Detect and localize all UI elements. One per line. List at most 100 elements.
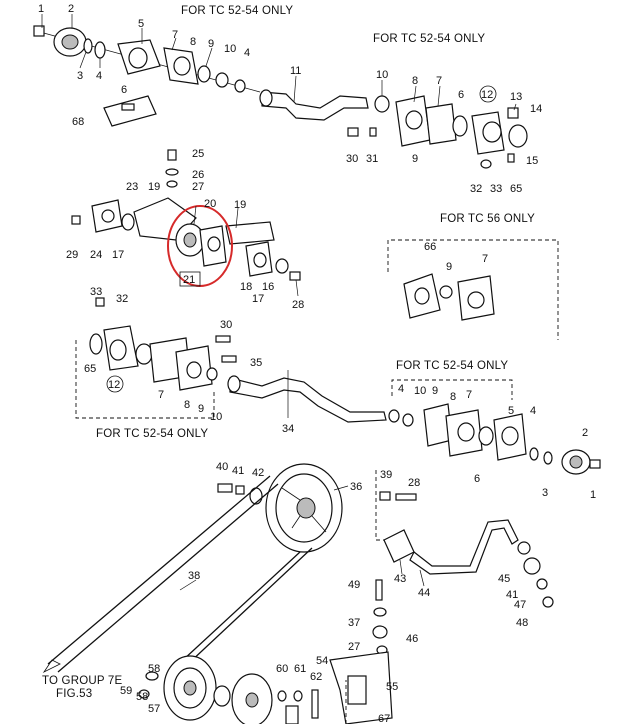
callout: 40 [216, 461, 228, 473]
callout: 7 [466, 389, 472, 401]
callout: 66 [424, 241, 436, 253]
callout: 17 [112, 249, 124, 261]
note-tc56: FOR TC 56 ONLY [440, 213, 535, 225]
callout: 2 [68, 3, 74, 15]
callout: 4 [96, 70, 102, 82]
callout: 4 [530, 405, 536, 417]
callout: 6 [458, 89, 464, 101]
callout: 8 [190, 36, 196, 48]
callout: 54 [316, 655, 328, 667]
callout: 30 [346, 153, 358, 165]
callout: 48 [516, 617, 528, 629]
callout: 65 [510, 183, 522, 195]
callout: 11 [290, 65, 301, 77]
arrow-icon [42, 659, 61, 674]
callout: 9 [432, 385, 438, 397]
callout: 43 [394, 573, 406, 585]
callout: 27 [192, 181, 204, 193]
callout: 21 [183, 274, 195, 286]
note-tc52-54-top-right: FOR TC 52-54 ONLY [373, 33, 485, 45]
callout: 60 [276, 663, 288, 675]
callout: 5 [138, 18, 144, 30]
callout: 38 [188, 570, 200, 582]
callout: 32 [470, 183, 482, 195]
top-shaft-assembly [33, 25, 261, 127]
callout: 26 [192, 169, 204, 181]
callout: 1 [590, 489, 596, 501]
callout: 28 [408, 477, 420, 489]
callout: 3 [542, 487, 548, 499]
callout-circle [106, 375, 124, 393]
note-group-ref-line1: TO GROUP 7E [42, 675, 123, 687]
lower-shaft-assembly [75, 297, 601, 475]
callout: 23 [126, 181, 138, 193]
callout: 19 [234, 199, 246, 211]
callout: 29 [66, 249, 78, 261]
callout: 10 [376, 69, 388, 81]
middle-bearing-assembly [71, 149, 301, 281]
callout: 34 [282, 423, 294, 435]
callout: 41 [506, 589, 518, 601]
callout: 19 [148, 181, 160, 193]
callout: 57 [148, 703, 160, 715]
callout: 5 [508, 405, 514, 417]
callout: 42 [252, 467, 264, 479]
callout: 58 [136, 691, 148, 703]
note-tc52-54-top-left: FOR TC 52-54 ONLY [181, 5, 293, 17]
callout: 9 [446, 261, 452, 273]
callout: 49 [348, 579, 360, 591]
callout: 68 [72, 116, 84, 128]
callout: 36 [350, 481, 362, 493]
callout: 58 [148, 663, 160, 675]
callout: 15 [526, 155, 538, 167]
callout: 12 [481, 89, 493, 101]
callout: 62 [310, 671, 322, 683]
callout: 45 [498, 573, 510, 585]
callout: 59 [120, 685, 132, 697]
linkage-assembly [277, 470, 554, 724]
note-tc52-54-mid-right: FOR TC 52-54 ONLY [396, 360, 508, 372]
callout: 31 [366, 153, 378, 165]
callout: 7 [482, 253, 488, 265]
callout: 6 [474, 473, 480, 485]
callout: 9 [198, 403, 204, 415]
callout-circle [479, 85, 497, 103]
callout: 46 [406, 633, 418, 645]
callout: 7 [436, 75, 442, 87]
callout: 27 [348, 641, 360, 653]
callout: 4 [398, 383, 404, 395]
callout: 7 [172, 29, 178, 41]
callout: 10 [414, 385, 426, 397]
callout: 2 [582, 427, 588, 439]
callout: 41 [232, 465, 244, 477]
callout: 10 [224, 43, 236, 55]
callout-labels: 1 2 3 4 5 6 7 8 9 10 4 11 68 10 8 7 6 12… [38, 3, 596, 724]
callout: 7 [158, 389, 164, 401]
callout: 16 [262, 281, 274, 293]
top-long-shaft [259, 89, 390, 121]
callout: 3 [77, 70, 83, 82]
callout: 14 [530, 103, 542, 115]
callout: 55 [386, 681, 398, 693]
note-group-ref-line2: FIG.53 [56, 688, 92, 700]
belt-drive [47, 463, 343, 724]
callout: 1 [38, 3, 44, 15]
leader-lines [41, 14, 517, 591]
callout: 28 [292, 299, 304, 311]
callout: 35 [250, 357, 262, 369]
callout: 24 [90, 249, 102, 261]
callout: 61 [294, 663, 306, 675]
callout: 6 [121, 84, 127, 96]
callout: 47 [514, 599, 526, 611]
callout: 33 [490, 183, 502, 195]
tc56-assembly [387, 239, 559, 340]
note-tc52-54-mid-left: FOR TC 52-54 ONLY [96, 428, 208, 440]
callout: 9 [412, 153, 418, 165]
callout-box [179, 271, 201, 287]
callout: 10 [210, 411, 222, 423]
callout: 18 [240, 281, 252, 293]
callout: 25 [192, 148, 204, 160]
callout: 17 [252, 293, 264, 305]
callout: 30 [220, 319, 232, 331]
